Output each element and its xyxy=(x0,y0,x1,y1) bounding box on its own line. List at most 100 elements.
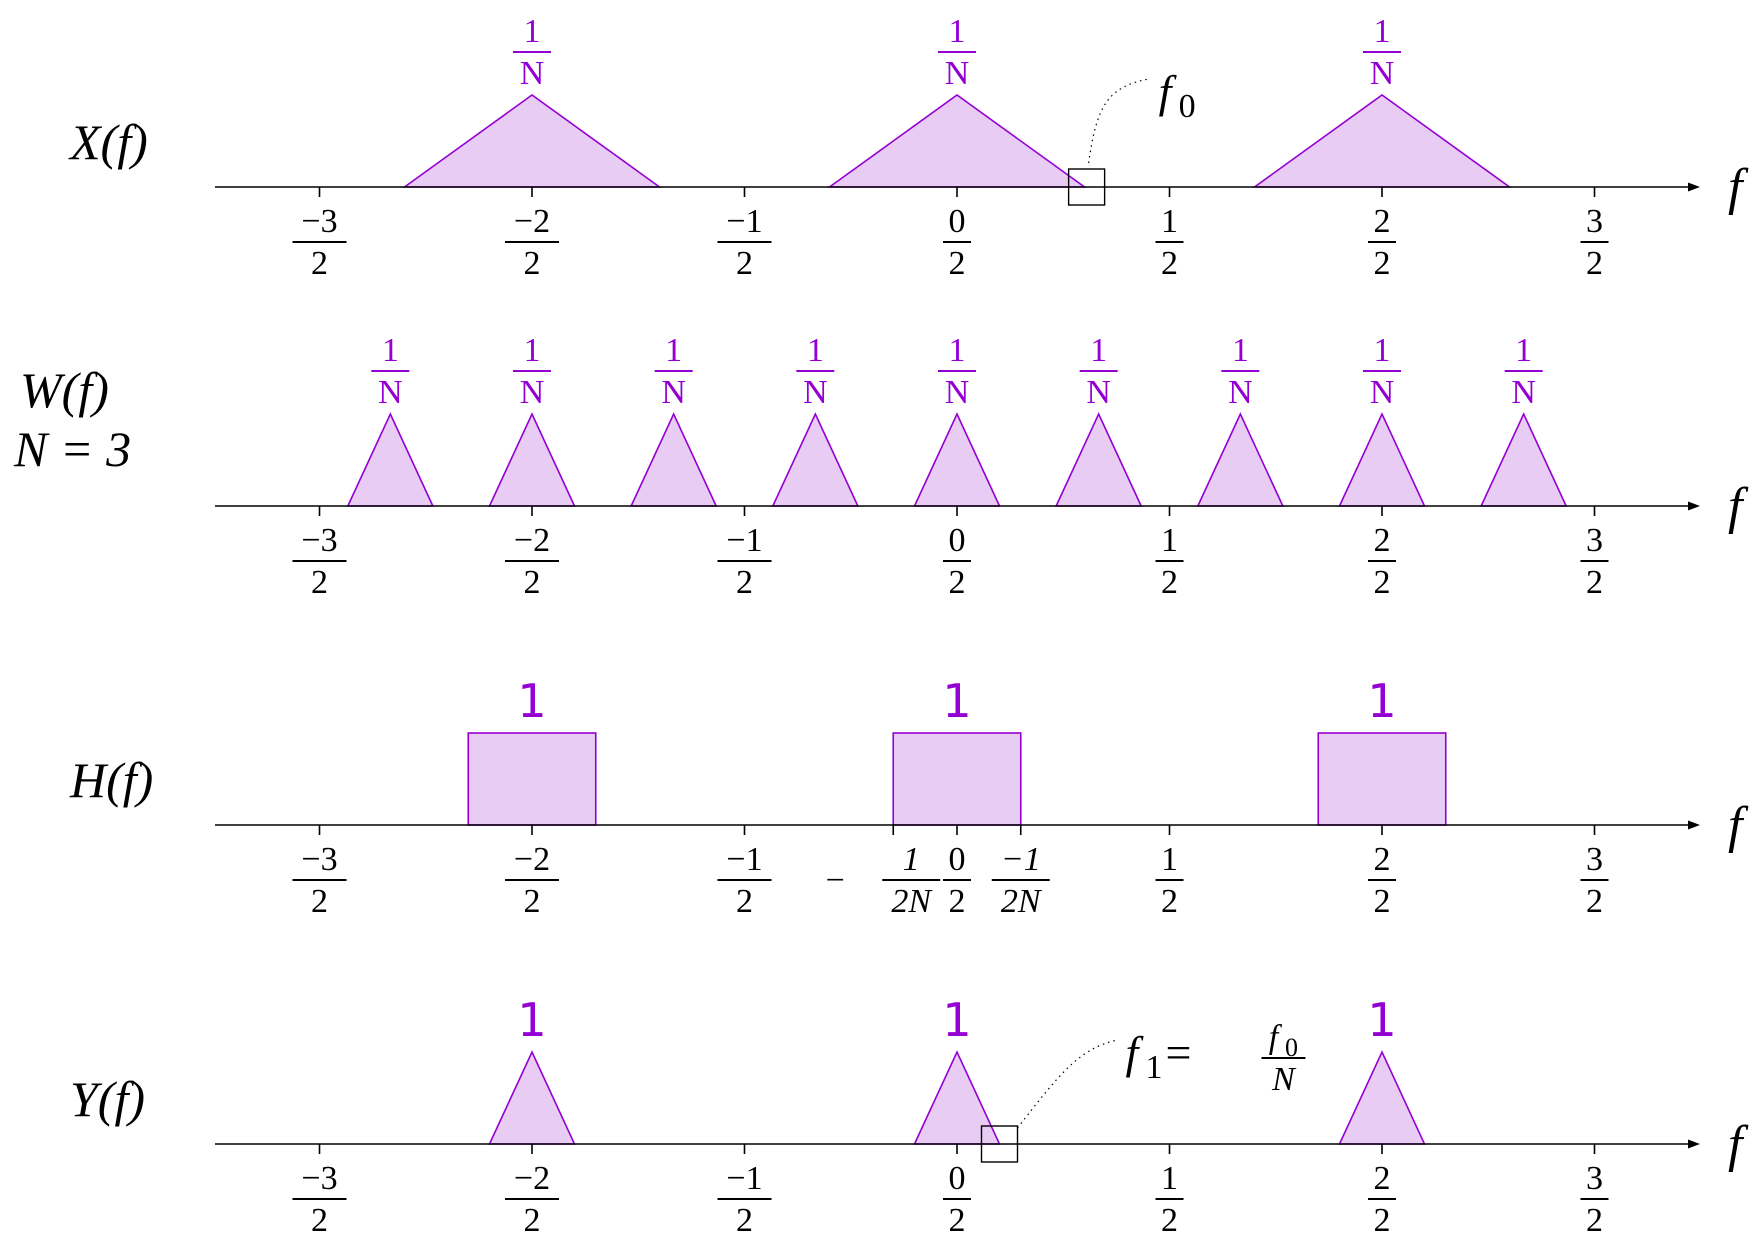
amplitude-label: 1N xyxy=(1363,332,1401,411)
tick-label-numerator: −1 xyxy=(726,203,762,240)
tick-label-numerator: 3 xyxy=(1586,1160,1603,1197)
tick-label-denominator: 2 xyxy=(1586,245,1603,282)
tick-label: 32 xyxy=(1580,522,1609,601)
spectrum-triangle xyxy=(913,412,1001,507)
tick-label-denominator: 2 xyxy=(311,1202,328,1237)
panel-label: Y(f) xyxy=(70,1071,145,1127)
tick-label-numerator: 3 xyxy=(1586,203,1603,240)
callout-box xyxy=(980,1125,1019,1163)
edge-tick-fraction-numerator: 1 xyxy=(903,841,920,878)
f-axis-label: f xyxy=(1728,1116,1749,1173)
amplitude-label-denominator: N xyxy=(378,374,403,411)
amplitude-label: 1 xyxy=(1367,674,1396,728)
tick-label: −12 xyxy=(717,522,772,601)
tick-label-numerator: 2 xyxy=(1374,1160,1391,1197)
spectrum-rect xyxy=(1317,732,1447,826)
amplitude-label-numerator: 1 xyxy=(524,332,541,369)
amplitude-label-denominator: N xyxy=(520,374,545,411)
callout-box xyxy=(1067,168,1106,206)
f-axis-label: f xyxy=(1728,797,1749,854)
tick-label-denominator: 2 xyxy=(1586,1202,1603,1237)
amplitude-label: 1N xyxy=(938,332,976,411)
tick-label-denominator: 2 xyxy=(524,564,541,601)
tick-label: 22 xyxy=(1368,841,1396,920)
amplitude-label-numerator: 1 xyxy=(665,332,682,369)
tick-label-numerator: −2 xyxy=(514,1160,550,1197)
amplitude-label: 1N xyxy=(654,332,693,411)
amplitude-label-denominator: N xyxy=(945,374,970,411)
spectrum-triangle xyxy=(827,94,1087,188)
f-axis-arrow xyxy=(1688,182,1700,192)
tick-label-numerator: 0 xyxy=(949,522,966,559)
amplitude-label-numerator: 1 xyxy=(1374,332,1391,369)
amplitude-label-denominator: N xyxy=(1511,374,1536,411)
tick-label-numerator: −3 xyxy=(301,522,337,559)
tick-label-numerator: 1 xyxy=(1161,841,1178,878)
tick-label-denominator: 2 xyxy=(1374,883,1391,920)
tick-label-denominator: 2 xyxy=(311,245,328,282)
spectrum-triangle xyxy=(1479,412,1568,507)
f-axis-arrow xyxy=(1688,501,1700,511)
tick-label-numerator: 0 xyxy=(949,841,966,878)
tick-label-denominator: 2 xyxy=(524,883,541,920)
amplitude-label: 1 xyxy=(517,993,546,1047)
callout-fraction-denominator: N xyxy=(1271,1061,1297,1098)
callout-leader xyxy=(1088,78,1149,164)
amplitude-label-numerator: 1 xyxy=(1374,13,1391,50)
panel-label-line-1: W(f) xyxy=(20,362,109,418)
edge-tick-fraction-numerator: −1 xyxy=(1001,841,1041,878)
amplitude-label: 1 xyxy=(517,674,546,728)
tick-label-denominator: 2 xyxy=(1161,564,1178,601)
tick-label-numerator: 3 xyxy=(1586,522,1603,559)
tick-label-numerator: −1 xyxy=(726,522,762,559)
tick-label-denominator: 2 xyxy=(524,245,541,282)
tick-label-denominator: 2 xyxy=(736,245,753,282)
tick-label: −32 xyxy=(292,1160,347,1237)
tick-label: 12 xyxy=(1155,522,1184,601)
spectrum-triangle xyxy=(913,1050,1001,1145)
tick-label: 12 xyxy=(1155,1160,1184,1237)
amplitude-label: 1N xyxy=(938,13,976,92)
f-axis-label: f xyxy=(1728,159,1749,216)
tick-label-numerator: 2 xyxy=(1374,522,1391,559)
edge-tick-fraction: −12N xyxy=(991,841,1050,920)
panel-label: W(f)N = 3 xyxy=(13,362,131,477)
amplitude-label-denominator: N xyxy=(520,55,545,92)
spectrum-triangle xyxy=(402,94,662,188)
tick-label: −32 xyxy=(292,841,347,920)
amplitude-label-denominator: N xyxy=(1228,374,1253,411)
tick-label: 32 xyxy=(1580,1160,1609,1237)
tick-label-denominator: 2 xyxy=(1161,245,1178,282)
tick-label: 12 xyxy=(1155,841,1184,920)
tick-label: −22 xyxy=(505,203,559,282)
tick-label-denominator: 2 xyxy=(736,883,753,920)
amplitude-label-numerator: 1 xyxy=(807,332,824,369)
tick-label-numerator: −2 xyxy=(514,203,550,240)
tick-label-denominator: 2 xyxy=(1161,883,1178,920)
tick-label-numerator: 3 xyxy=(1586,841,1603,878)
callout-subscript: 1 xyxy=(1146,1049,1163,1086)
tick-label: 02 xyxy=(943,841,971,920)
tick-label-denominator: 2 xyxy=(1374,1202,1391,1237)
tick-label-denominator: 2 xyxy=(1374,245,1391,282)
panel-label-text: H(f) xyxy=(69,752,153,808)
amplitude-label-numerator: 1 xyxy=(949,332,966,369)
edge-tick-label: −12N xyxy=(826,841,941,920)
tick-label-denominator: 2 xyxy=(949,245,966,282)
tick-label-numerator: −3 xyxy=(301,1160,337,1197)
callout-fraction-numerator: f xyxy=(1269,1019,1283,1056)
edge-tick-fraction-denominator: 2N xyxy=(1001,883,1043,920)
amplitude-label: 1N xyxy=(1363,13,1401,92)
amplitude-label-numerator: 1 xyxy=(1232,332,1249,369)
tick-label-denominator: 2 xyxy=(949,1202,966,1237)
spectrum-rect xyxy=(892,732,1022,826)
tick-label-denominator: 2 xyxy=(524,1202,541,1237)
amplitude-label-numerator: 1 xyxy=(524,13,541,50)
f-axis-arrow xyxy=(1688,820,1700,830)
edge-tick-label: −12N xyxy=(991,841,1050,920)
tick-label: −32 xyxy=(292,203,347,282)
